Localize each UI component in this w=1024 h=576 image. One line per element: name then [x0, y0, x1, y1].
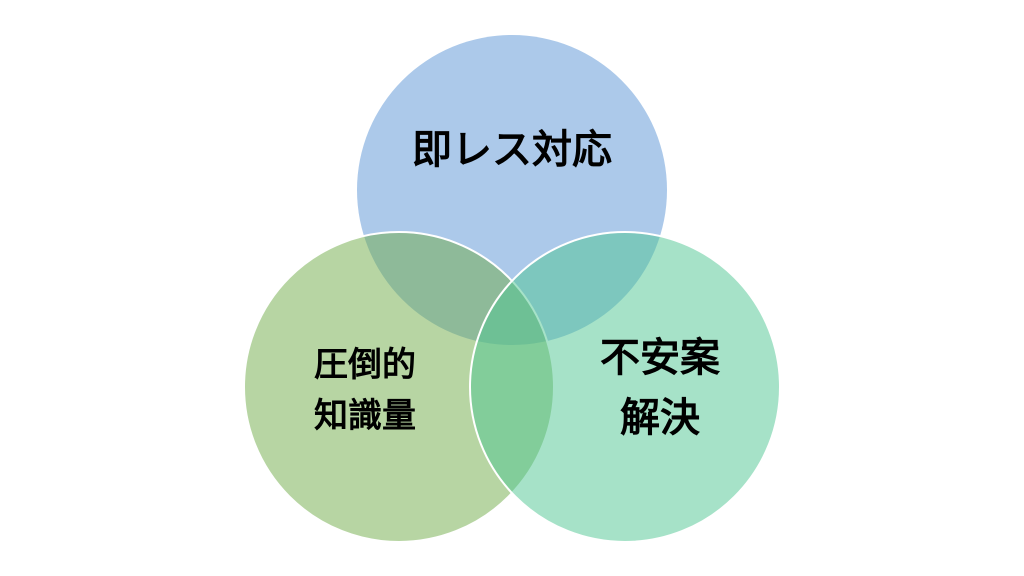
label-top: 即レス対応 [412, 127, 612, 173]
circle-right [469, 231, 781, 543]
label-right: 不安案 解決 [600, 335, 720, 441]
label-left: 圧倒的 知識量 [314, 345, 416, 436]
